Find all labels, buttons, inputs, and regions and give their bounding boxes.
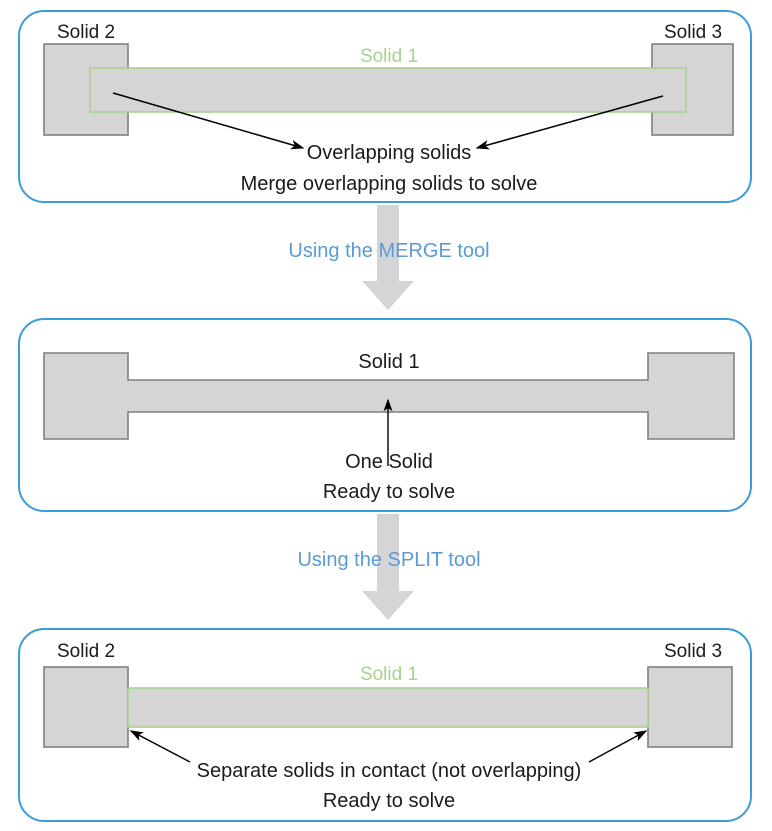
solid1-label-panel1: Solid 1: [359, 46, 419, 67]
solid2-label-panel3: Solid 2: [57, 641, 116, 662]
solid3-label-panel1: Solid 3: [664, 22, 723, 43]
split-tool-step-label: Using the SPLIT tool: [297, 549, 481, 571]
separate-solids-callout: Separate solids in contact (not overlapp…: [196, 760, 582, 782]
solid3-label-panel3: Solid 3: [664, 641, 723, 662]
ready-to-solve-note-panel2: Ready to solve: [322, 481, 456, 503]
merge-note: Merge overlapping solids to solve: [240, 173, 538, 195]
overlapping-solids-callout: Overlapping solids: [306, 142, 472, 164]
one-solid-callout: One Solid: [345, 451, 433, 473]
merge-tool-step-label: Using the MERGE tool: [288, 240, 490, 262]
solid1-label-panel2: Solid 1: [358, 351, 420, 373]
solid2-label-panel1: Solid 2: [57, 22, 116, 43]
ready-to-solve-note-panel3: Ready to solve: [322, 790, 456, 812]
solid1-label-panel3: Solid 1: [359, 664, 419, 685]
